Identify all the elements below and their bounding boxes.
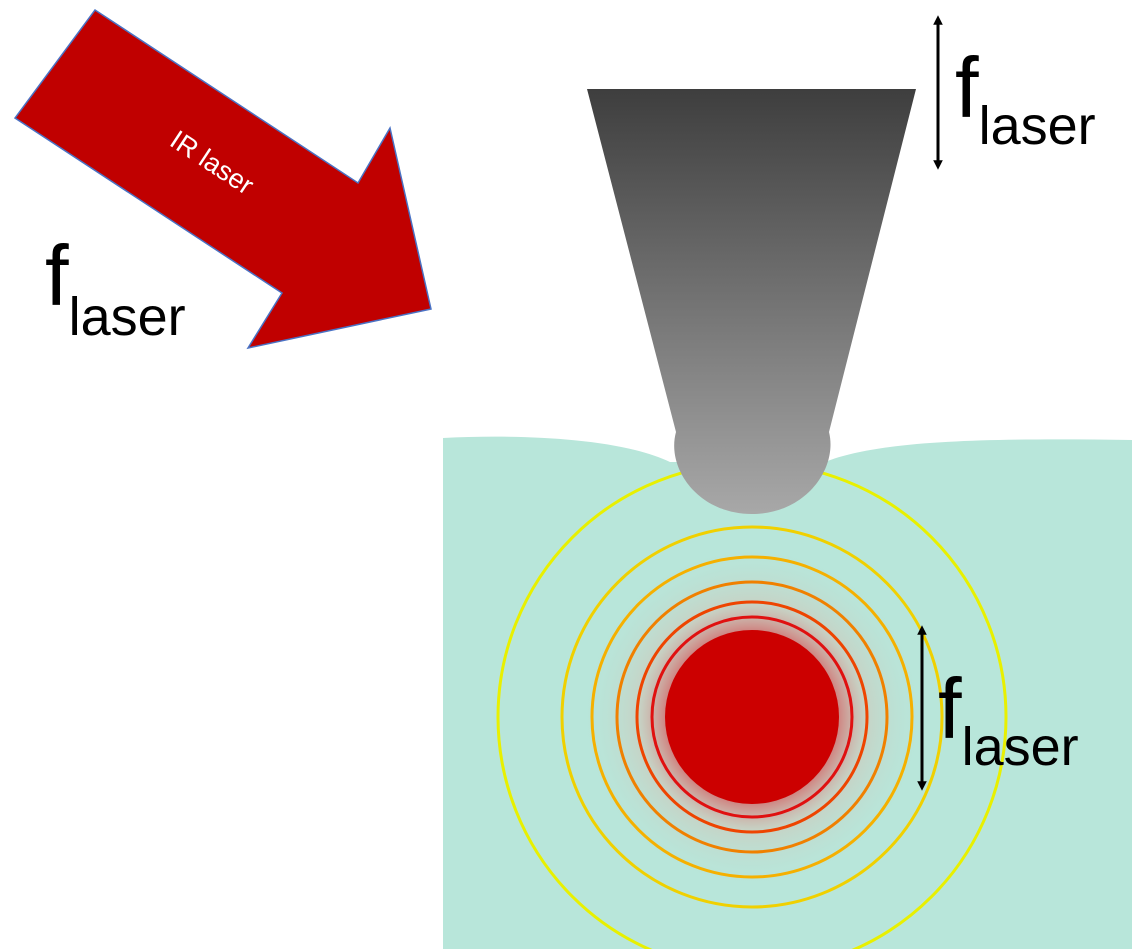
afm-tip <box>587 89 916 514</box>
thermal-ring <box>635 600 869 834</box>
ir-laser-arrow <box>13 8 432 350</box>
thermal-ring <box>590 555 914 879</box>
thermal-ring <box>560 525 944 909</box>
thermal-field <box>496 461 1008 949</box>
tip-frequency-label: flaser <box>955 41 1096 156</box>
thermal-ring <box>650 615 854 819</box>
laser-frequency-label: flaser <box>45 229 186 347</box>
absorbing-particle <box>665 630 839 804</box>
particle-frequency-label: flaser <box>938 662 1079 777</box>
thermal-ring <box>615 580 889 854</box>
